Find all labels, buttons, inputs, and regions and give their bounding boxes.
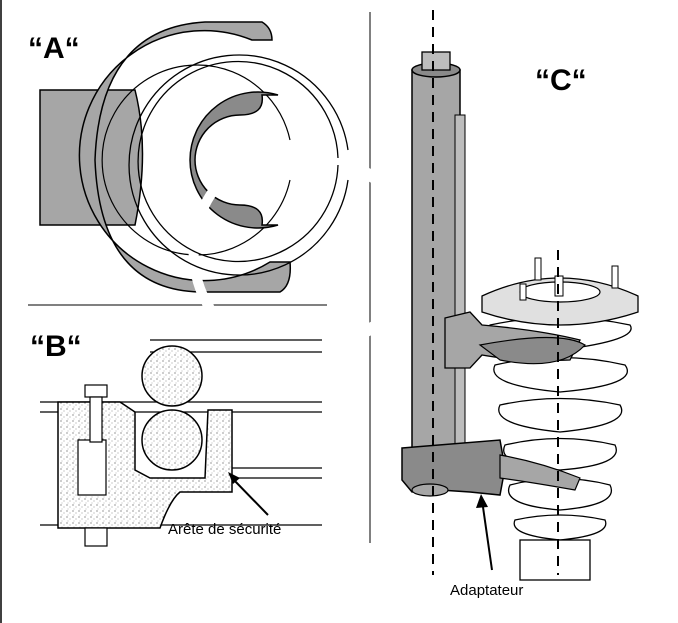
wrench-jaw <box>101 64 291 256</box>
mount-stud <box>534 257 542 281</box>
column-cap <box>421 51 451 71</box>
mount-stud <box>611 265 619 289</box>
column-base <box>411 483 449 497</box>
panel-b-label: “B“ <box>30 330 82 363</box>
coil-section-lower <box>141 409 203 471</box>
lower-clamp <box>401 439 506 496</box>
bolt-head <box>84 384 108 398</box>
adapter-arrowhead <box>476 494 488 508</box>
spring-ring-outline <box>128 54 349 276</box>
spring-ring-inner-outline <box>137 60 339 263</box>
coil-section-upper <box>141 345 203 407</box>
bolt-shaft <box>89 396 103 443</box>
adapter-arrow <box>481 499 493 571</box>
bolt-nut <box>84 527 108 547</box>
safety-edge-arrowhead <box>228 472 240 484</box>
safety-edge-label: Arête de sécurité <box>168 521 281 538</box>
shock-absorber-tube <box>519 539 591 581</box>
spring-ring <box>188 142 409 363</box>
lower-clamp-arm <box>499 454 581 491</box>
panel-c: “C“ Adaptateur <box>401 10 639 599</box>
panel-b: “B“ Arête de sécurité <box>30 330 322 547</box>
panel-a-label: “A“ <box>28 32 80 65</box>
safety-edge-arrow <box>231 477 269 516</box>
column-guide <box>454 114 466 446</box>
panel-c-label: “C“ <box>535 64 587 97</box>
c-shaped-recess <box>189 91 279 229</box>
panel-a: “A“ <box>28 21 409 363</box>
adapter-label: Adaptateur <box>450 582 523 599</box>
wrench-yoke <box>78 21 292 293</box>
compressor-column <box>411 69 461 449</box>
mount-stud <box>519 283 527 301</box>
clamp-slot <box>77 439 107 496</box>
